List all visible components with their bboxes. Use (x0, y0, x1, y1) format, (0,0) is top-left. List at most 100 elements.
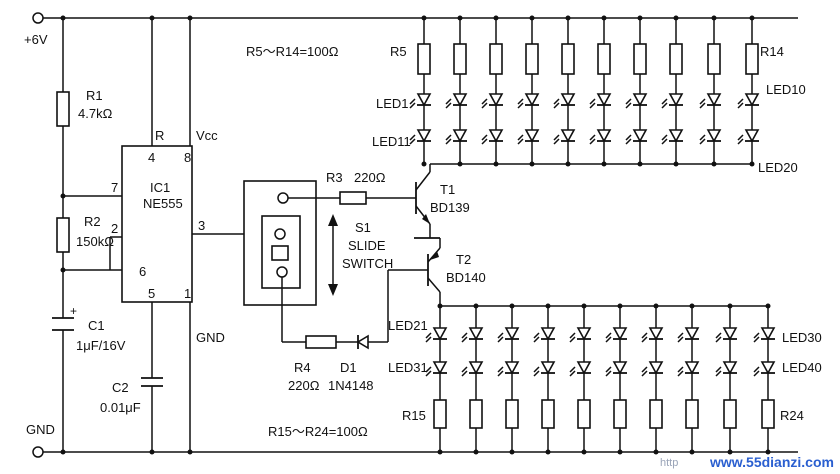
top-led-lower (625, 129, 648, 145)
bottom-led-column (605, 303, 628, 455)
bottom-led-upper (605, 327, 628, 343)
bottom-note: R15～R24=100Ω (268, 424, 368, 439)
top-resistor (417, 43, 431, 75)
top-led-upper (517, 93, 540, 109)
c2-value: 0.01μF (100, 400, 141, 415)
top-led-lower (445, 129, 468, 145)
top-resistor (489, 43, 503, 75)
bottom-led-lower (569, 361, 592, 377)
bottom-led-b-first-label: LED31 (388, 360, 428, 375)
r2-ref: R2 (84, 214, 101, 229)
bottom-led-column (533, 303, 556, 455)
r3-value: 220Ω (354, 170, 386, 185)
watermark-prefix: http (660, 457, 678, 469)
top-led-upper (409, 93, 432, 109)
r2-value: 150kΩ (76, 234, 114, 249)
top-led-upper (661, 93, 684, 109)
top-resistor (745, 43, 759, 75)
top-led-lower (661, 129, 684, 145)
t2-transistor (424, 238, 441, 306)
top-led-upper (737, 93, 760, 109)
top-resistor (633, 43, 647, 75)
r2-resistor (56, 217, 70, 253)
bottom-resistor (469, 399, 483, 429)
s1-slider (271, 245, 289, 261)
bottom-led-lower (461, 361, 484, 377)
top-led-upper (553, 93, 576, 109)
bottom-led-column (753, 303, 776, 455)
bottom-led-column (677, 303, 700, 455)
top-resistor (561, 43, 575, 75)
top-led-lower (517, 129, 540, 145)
junction-dots-left (60, 15, 66, 455)
top-led-lower (699, 129, 722, 145)
bottom-led-upper (753, 327, 776, 343)
s1-line1: SLIDE (348, 238, 386, 253)
ic1-pin-vcc-label: Vcc (196, 128, 218, 143)
top-resistor (453, 43, 467, 75)
bottom-resistor (761, 399, 775, 429)
r1-resistor (56, 91, 70, 127)
ic1-pin7: 7 (111, 180, 118, 195)
top-led-a-first-label: LED1 (376, 96, 409, 111)
c2-capacitor (141, 318, 163, 452)
top-resistor (525, 43, 539, 75)
bottom-led-column (641, 303, 664, 455)
top-note: R5～R14=100Ω (246, 44, 339, 59)
s1-line2: SWITCH (342, 256, 393, 271)
r3-ref: R3 (326, 170, 343, 185)
r1-ref: R1 (86, 88, 103, 103)
top-led-lower (409, 129, 432, 145)
ic1-part: NE555 (143, 196, 183, 211)
bottom-led-lower (533, 361, 556, 377)
top-led-upper (481, 93, 504, 109)
top-led-column (553, 15, 576, 167)
s1-slide-arrow-icon (328, 214, 338, 296)
top-led-column (699, 15, 722, 167)
top-led-column (661, 15, 684, 167)
bottom-led-lower (753, 361, 776, 377)
bottom-led-lower (641, 361, 664, 377)
bottom-resistor (723, 399, 737, 429)
gnd-label: GND (26, 422, 55, 437)
bottom-led-upper (641, 327, 664, 343)
r4-resistor (305, 335, 337, 349)
r4-value: 220Ω (288, 378, 320, 393)
c1-ref: C1 (88, 318, 105, 333)
ic1-ref: IC1 (150, 180, 170, 195)
bottom-resistor (685, 399, 699, 429)
ic1-body (121, 145, 193, 303)
ic1-pin3: 3 (198, 218, 205, 233)
left-column-wires (62, 18, 122, 452)
bottom-resistor (505, 399, 519, 429)
c2-ref: C2 (112, 380, 129, 395)
t1-transistor (404, 164, 440, 239)
bottom-led-upper (461, 327, 484, 343)
watermark-site: www.55dianzi.com (709, 454, 834, 470)
top-led-upper (589, 93, 612, 109)
top-led-lower (481, 129, 504, 145)
r3-resistor (339, 191, 367, 205)
top-led-column (737, 15, 760, 167)
bottom-led-column (569, 303, 592, 455)
top-led-column (625, 15, 648, 167)
bottom-led-lower (715, 361, 738, 377)
top-led-lower (553, 129, 576, 145)
bottom-resistor (649, 399, 663, 429)
bottom-led-column (461, 303, 484, 455)
s1-ref: S1 (355, 220, 371, 235)
top-r-first-label: R5 (390, 44, 407, 59)
r4-ref: R4 (294, 360, 311, 375)
ic1-pin4: 4 (148, 150, 155, 165)
top-led-upper (625, 93, 648, 109)
top-led-column (481, 15, 504, 167)
bottom-resistor (577, 399, 591, 429)
top-led-b-last-label: LED20 (758, 160, 798, 175)
bottom-led-upper (569, 327, 592, 343)
d1-diode (356, 334, 369, 350)
c1-value: 1μF/16V (76, 338, 126, 353)
top-resistor (669, 43, 683, 75)
bottom-r-last-label: R24 (780, 408, 804, 423)
bottom-led-column (497, 303, 520, 455)
bottom-led-upper (677, 327, 700, 343)
